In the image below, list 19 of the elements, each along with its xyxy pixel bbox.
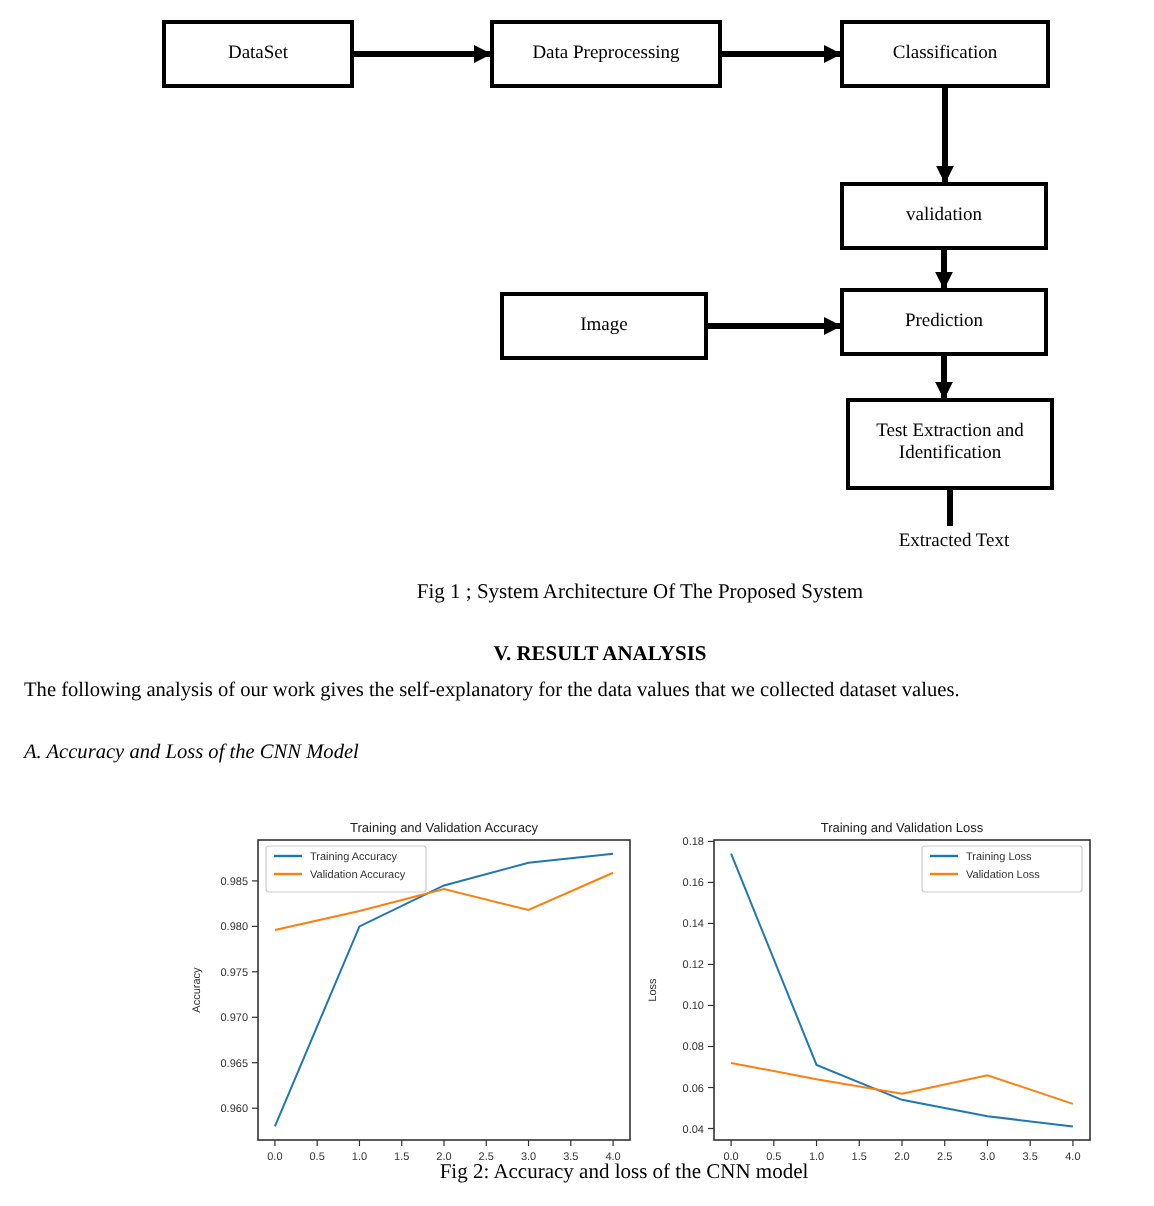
figure-caption: Fig 2: Accuracy and loss of the CNN model <box>439 1162 809 1184</box>
arrow <box>936 88 954 184</box>
figure-caption: Fig 1 ; System Architecture Of The Proposed System <box>416 582 864 604</box>
arrow <box>935 356 953 400</box>
section-heading: V. RESULT ANALYSIS <box>493 644 707 666</box>
process-box: Data Preprocessing <box>490 20 722 88</box>
process-box: Classification <box>840 20 1050 88</box>
process-box: validation <box>840 182 1048 250</box>
arrow <box>708 317 842 335</box>
arrow <box>935 250 953 290</box>
subsection-heading: A. Accuracy and Loss of the CNN Model <box>24 742 359 764</box>
body-paragraph: The following analysis of our work gives the self-explanatory for the data values that we collected dataset values. <box>24 680 960 702</box>
process-box: Test Extraction and Identification <box>846 398 1054 490</box>
arrow <box>722 45 842 63</box>
arrow <box>354 45 492 63</box>
process-box: DataSet <box>162 20 354 88</box>
process-box: Image <box>500 292 708 360</box>
process-box: Prediction <box>840 288 1048 356</box>
output-label: Extracted Text <box>874 526 1034 558</box>
